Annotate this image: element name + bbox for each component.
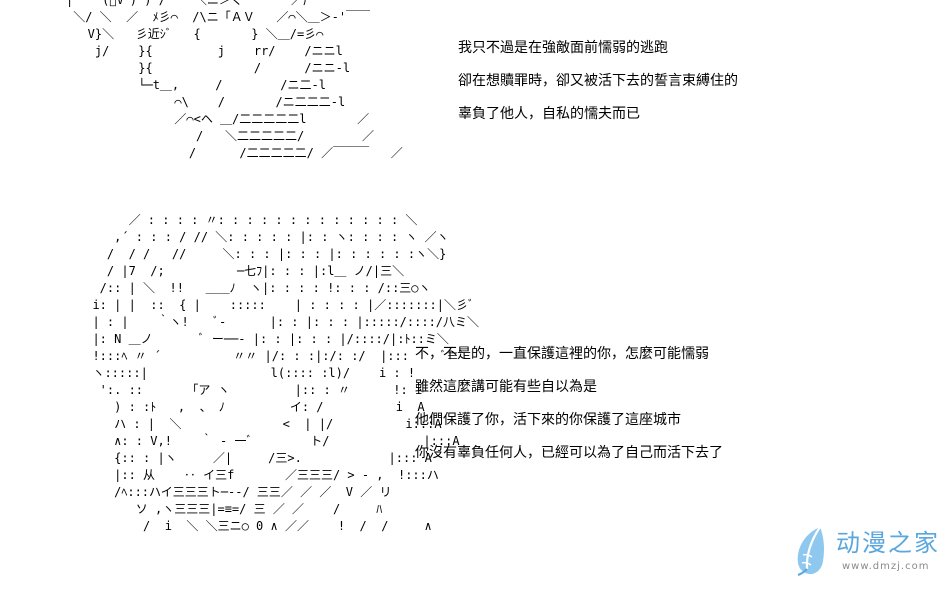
dialogue-line: 他們保護了你，活下來的你保護了這座城市 — [415, 412, 681, 428]
dialogue-line: 辜負了他人，自私的懦夫而已 — [458, 106, 640, 122]
dialogue-line: 不，不是的，一直保護這裡的你，怎麼可能懦弱 — [415, 346, 709, 362]
dialogue-line: 卻在想贖罪時，卻又被活下去的誓言束縛住的 — [458, 73, 738, 89]
feather-logo-icon — [797, 526, 824, 576]
ascii-art-bottom: ／ : : : : 〃: : : : : : : : : : : : : ＼ ,… — [92, 213, 480, 533]
dialogue-block-top: 我只不過是在強敵面前懦弱的逃跑 卻在想贖罪時，卻又被活下去的誓言束縛住的 辜負了… — [458, 38, 738, 137]
dialogue-line: 我只不過是在強敵面前懦弱的逃跑 — [458, 40, 668, 56]
dialogue-line: 你沒有辜負任何人，已經可以為了自己而活下去了 — [415, 445, 723, 461]
watermark-site-url: www.dmzj.com — [842, 561, 930, 572]
dialogue-block-bottom: 不，不是的，一直保護這裡的你，怎麼可能懦弱 雖然這麼講可能有些自以為是 他們保護… — [415, 344, 723, 476]
watermark-site-name: 动漫之家 — [836, 529, 940, 557]
site-watermark: 动漫之家 www.dmzj.com — [786, 523, 946, 583]
dialogue-line: 雖然這麼講可能有些自以為是 — [415, 379, 597, 395]
ascii-art-top: | (ﾟVﾞ) ) / ＼ニ＞く￣ ／厂￣ ＼/ ＼ ／ ﾒ彡⌒ /\ニ「ＡＶ … — [66, 0, 403, 160]
